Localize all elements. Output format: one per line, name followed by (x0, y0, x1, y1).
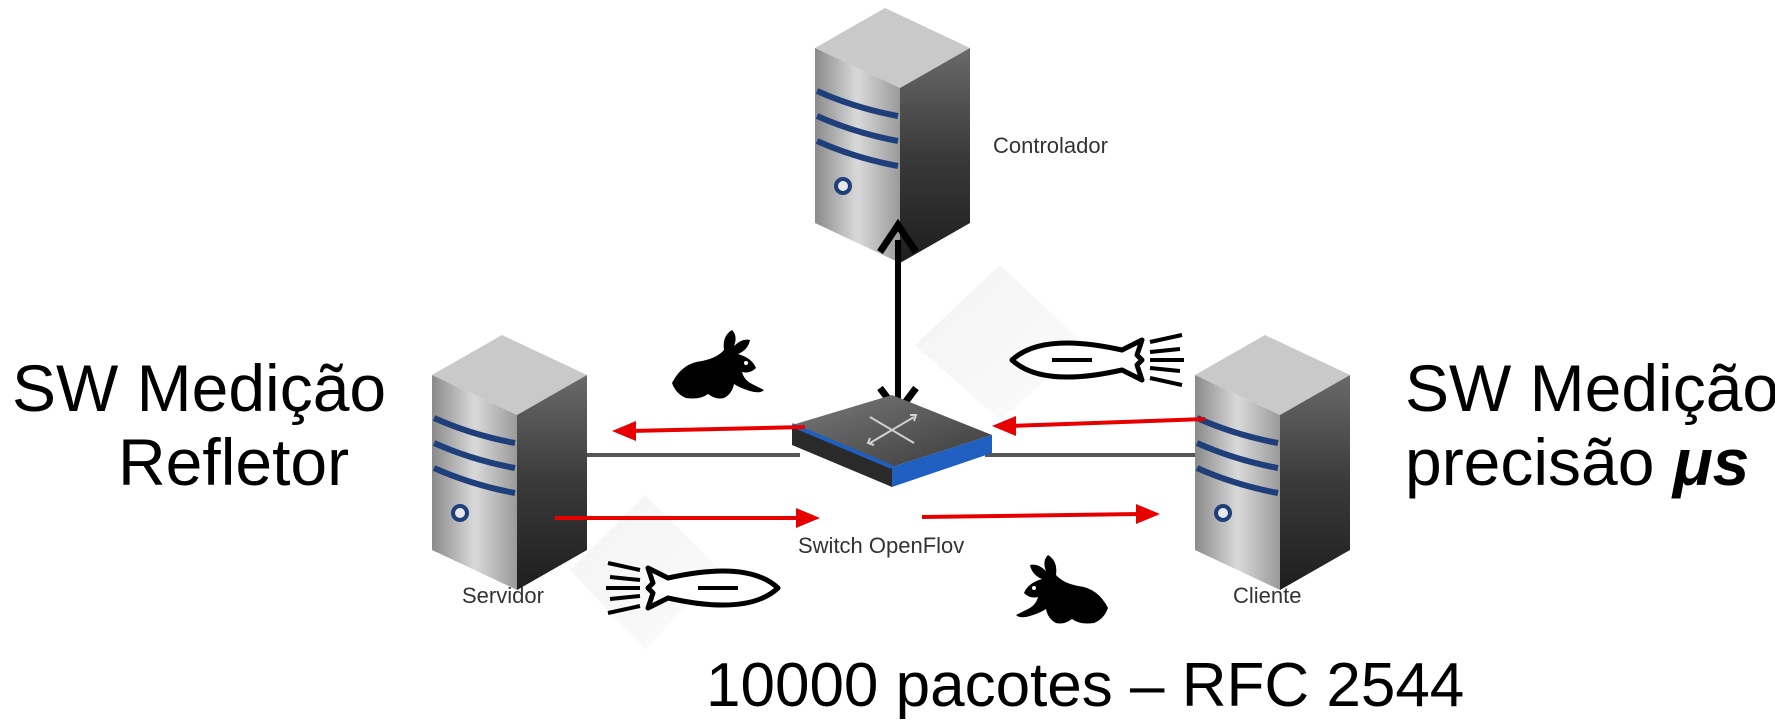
client-server-icon (1195, 335, 1350, 590)
rabbit-icon (672, 330, 764, 399)
right-caption-prefix: precisão (1405, 425, 1673, 499)
right-caption-unit: μs (1672, 425, 1750, 499)
server-server-icon (432, 335, 587, 590)
right-caption-line2: precisão μs (1405, 422, 1749, 502)
bottom-caption: 10000 pacotes – RFC 2544 (706, 651, 1465, 720)
client-label: Cliente (1233, 583, 1302, 608)
switch-icon (791, 395, 992, 487)
controller-server-icon (815, 8, 970, 263)
controller-label: Controlador (993, 133, 1108, 158)
switch-label: Switch OpenFlov (798, 533, 965, 558)
background-diamonds (570, 265, 1085, 650)
left-caption-line2: Refletor (118, 425, 350, 499)
flow-arrows (555, 416, 1206, 528)
right-caption-line1: SW Medição (1405, 351, 1775, 425)
rabbit-icon (1016, 555, 1108, 624)
server-label: Servidor (462, 583, 544, 608)
left-caption-line1: SW Medição (12, 351, 387, 425)
